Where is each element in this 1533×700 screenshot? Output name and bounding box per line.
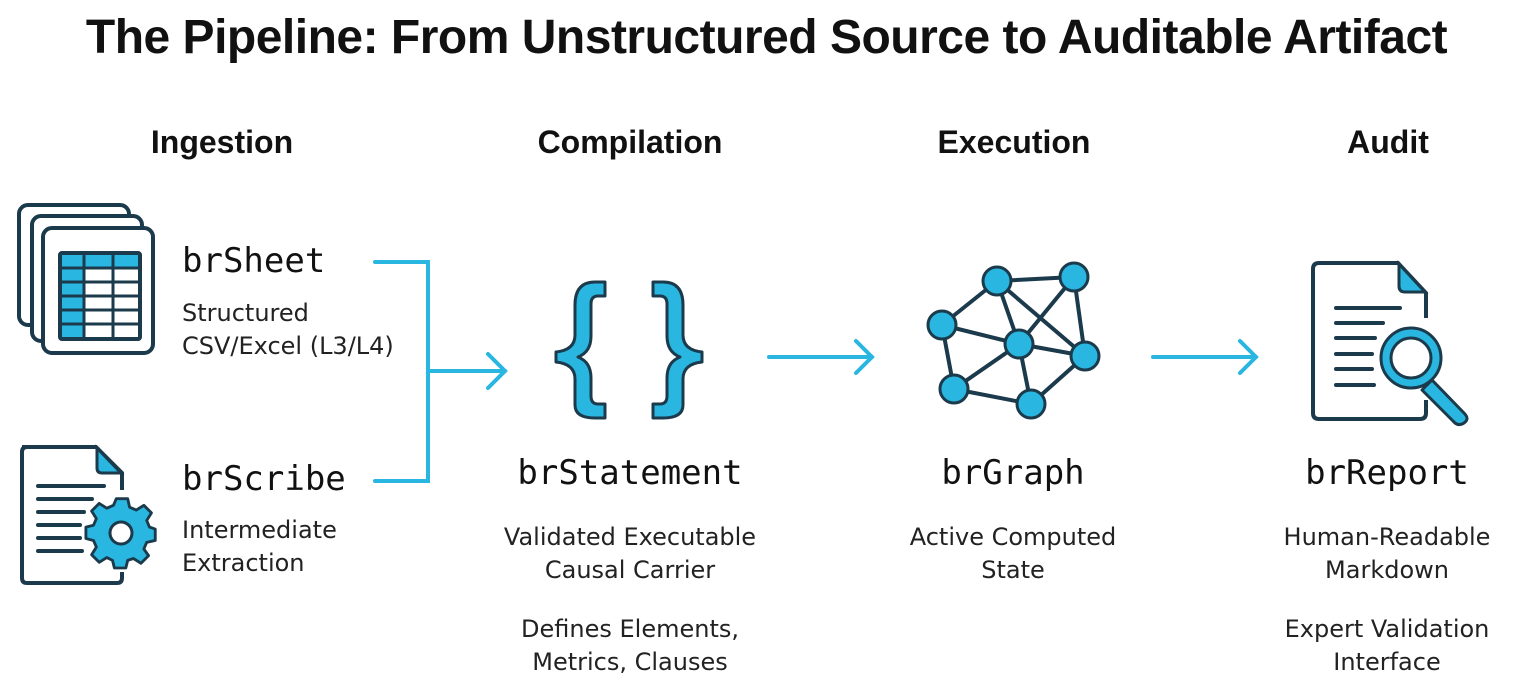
document-magnifier-icon	[1311, 260, 1469, 427]
graph-node	[1058, 261, 1090, 293]
diagram-title: The Pipeline: From Unstructured Source t…	[85, 11, 1448, 64]
node-brreport-desc: Human-Readable Markdown	[1227, 521, 1533, 587]
node-brsheet-name: brSheet	[182, 241, 326, 281]
desc-line: Causal Carrier	[544, 556, 716, 584]
ingestion-merge-connector	[373, 260, 508, 483]
graph-node	[926, 309, 958, 341]
arrow-execution-to-audit	[1151, 339, 1259, 375]
desc-line: Validated Executable	[503, 523, 757, 551]
stage-execution: Execution	[937, 124, 1091, 160]
desc-line: Metrics, Clauses	[532, 648, 728, 676]
stage-compilation: Compilation	[537, 124, 723, 160]
spreadsheet-stack-icon	[17, 203, 155, 355]
node-brgraph-name: brGraph	[941, 453, 1085, 493]
desc-line: Human-Readable	[1283, 523, 1491, 551]
graph-node	[981, 265, 1013, 297]
graph-node	[1003, 328, 1035, 360]
desc-line: Defines Elements,	[521, 615, 739, 643]
desc-line: Extraction	[182, 549, 305, 577]
node-brscribe-desc: Intermediate Extraction	[182, 514, 337, 580]
node-brreport-name: brReport	[1305, 453, 1469, 493]
desc-line: Intermediate	[182, 516, 337, 544]
node-brscribe-name: brScribe	[182, 459, 346, 499]
desc-line: Structured	[182, 299, 309, 327]
desc-line: CSV/Excel (L3/L4)	[182, 332, 394, 360]
desc-line: Markdown	[1325, 556, 1449, 584]
graph-node	[938, 373, 970, 405]
desc-line: Expert Validation	[1284, 615, 1490, 643]
stage-audit: Audit	[1347, 124, 1429, 160]
stage-ingestion: Ingestion	[150, 124, 294, 160]
desc-line: State	[981, 556, 1045, 584]
network-graph-icon	[926, 261, 1101, 420]
graph-node	[1015, 388, 1047, 420]
desc-line: Interface	[1333, 648, 1441, 676]
node-brgraph-desc: Active Computed State	[853, 521, 1173, 587]
curly-braces-icon	[554, 280, 704, 420]
node-brstatement-desc: Validated Executable Causal Carrier	[470, 521, 790, 587]
node-brreport-desc2: Expert Validation Interface	[1227, 613, 1533, 679]
graph-node	[1069, 340, 1101, 372]
desc-line: Active Computed	[909, 523, 1117, 551]
node-brstatement-name: brStatement	[517, 453, 743, 493]
node-brsheet-desc: Structured CSV/Excel (L3/L4)	[182, 297, 394, 363]
document-gear-icon	[20, 444, 157, 585]
arrow-compilation-to-execution	[767, 339, 875, 375]
node-brstatement-desc2: Defines Elements, Metrics, Clauses	[470, 613, 790, 679]
